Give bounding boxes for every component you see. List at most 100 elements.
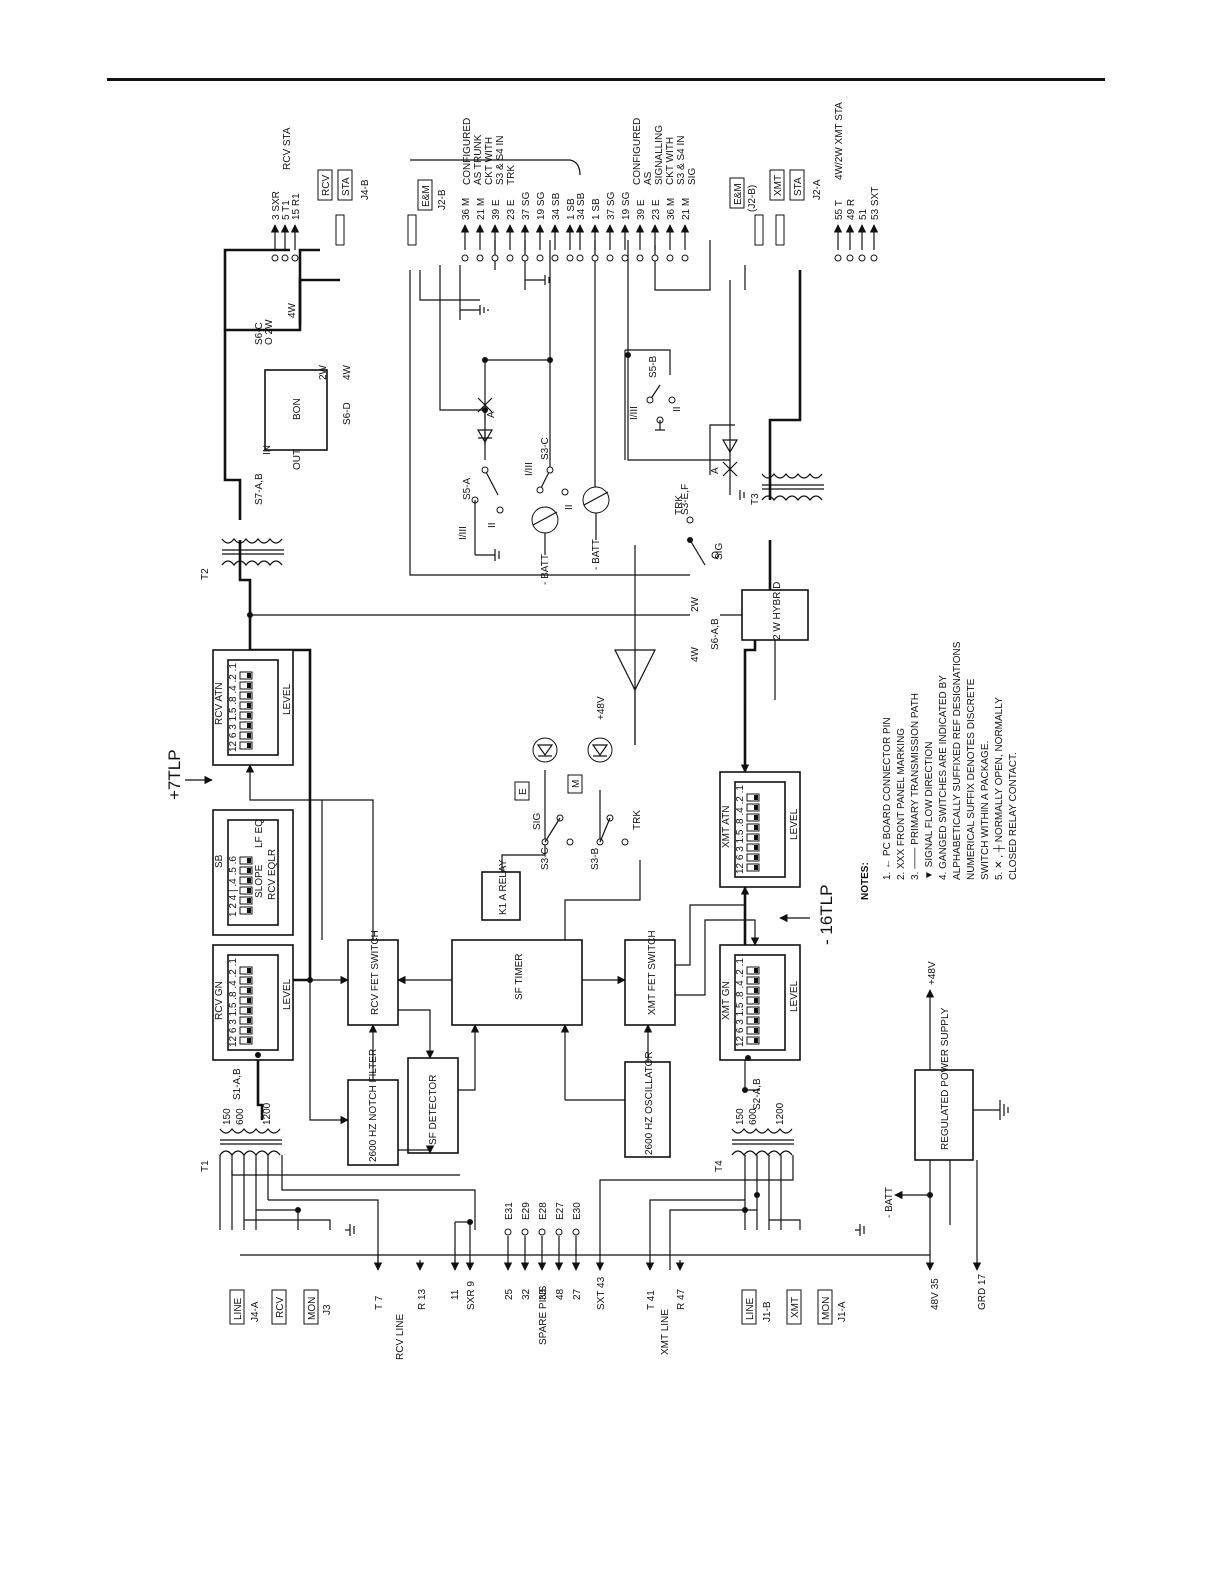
config-trunk: CONFIGUREDAS TRUNKCKT WITHS3 & S4 INTRK <box>462 118 517 185</box>
imp-600-a: 600 <box>235 1108 246 1125</box>
dip-switch[interactable] <box>239 741 253 750</box>
dip-switch[interactable] <box>239 996 253 1005</box>
pin-48v: 48V 35 <box>930 1278 941 1310</box>
rcv-gn-label: RCV GN <box>214 981 225 1020</box>
imp-1200-a: 1200 <box>262 1102 273 1125</box>
dip-switch[interactable] <box>746 966 760 975</box>
signalling-pin-terminal <box>606 254 614 262</box>
note-line: 5. ✕ , ┼ NORMALLY OPEN, NORMALLY <box>992 697 1006 880</box>
header-rule <box>107 78 1105 81</box>
dip-knob <box>754 855 758 860</box>
pm-em-upper: E&M <box>421 185 432 207</box>
config-signalling: CONFIGUREDASSIGNALLINGCKT WITHS3 & S4 IN… <box>632 118 698 185</box>
trk-upper: TRK <box>674 495 685 515</box>
sb-rcv-eqlr: RCV EQLR <box>267 849 278 900</box>
dip-switch[interactable] <box>239 986 253 995</box>
rcv-gn-level: LEVEL <box>282 978 293 1010</box>
dip-switch[interactable] <box>746 813 760 822</box>
dip-values: 12 6 3 1.5 .8 .4 .2 .1 <box>228 958 239 1047</box>
rcv-fet-switch-block: RCV FET SWITCH <box>347 930 399 1026</box>
s6d-label: S6-D <box>342 402 353 425</box>
signalling-pin: 21 M <box>681 198 692 220</box>
dip-knob <box>247 988 251 993</box>
dip-switch[interactable] <box>239 876 253 885</box>
spare-pin-number: 33 <box>538 1288 549 1300</box>
dip-switch[interactable] <box>746 1006 760 1015</box>
sf-timer-block: SF TIMER <box>451 939 583 1026</box>
dip-switch[interactable] <box>746 843 760 852</box>
ii-b: II <box>564 504 575 510</box>
dip-switch[interactable] <box>239 976 253 985</box>
dip-knob <box>247 1008 251 1013</box>
dip-switch[interactable] <box>746 793 760 802</box>
xmt-sta-pin-terminal <box>870 254 878 262</box>
dip-switch[interactable] <box>746 1036 760 1045</box>
dip-switch[interactable] <box>239 1016 253 1025</box>
dip-knob <box>247 868 251 873</box>
sf-detector-label: SF DETECTOR <box>428 1075 439 1145</box>
lamp-m-label: M <box>571 780 582 788</box>
sb-dips: 1 2 4 | .4 .5 .6 <box>228 856 253 917</box>
signalling-pin-terminal <box>591 254 599 262</box>
sb-slope: SLOPE <box>254 864 265 898</box>
dip-switch[interactable] <box>746 996 760 1005</box>
dip-switch[interactable] <box>239 906 253 915</box>
i-iii-b: I/III <box>524 462 535 476</box>
dip-switch[interactable] <box>239 701 253 710</box>
dip-switch[interactable] <box>746 853 760 862</box>
spare-pin-terminal <box>572 1228 580 1236</box>
spare-pin-terminal <box>538 1228 546 1236</box>
dip-values: 12 6 3 1.5 .8 .4 .2 .1 <box>735 958 746 1047</box>
dip-switch[interactable] <box>239 896 253 905</box>
xmt-sta-pin: 51 <box>858 208 869 220</box>
pm-mon-rcv: MON <box>307 1297 318 1320</box>
dip-switch[interactable] <box>746 833 760 842</box>
spare-pin-e: E27 <box>555 1202 566 1220</box>
signalling-wiring <box>409 240 746 576</box>
dip-switch[interactable] <box>239 1026 253 1035</box>
dip-switch[interactable] <box>239 731 253 740</box>
spare-pin-e: E28 <box>538 1202 549 1220</box>
dip-switch[interactable] <box>746 986 760 995</box>
dip-knob <box>754 805 758 810</box>
dip-switch[interactable] <box>746 976 760 985</box>
dip-switch[interactable] <box>239 671 253 680</box>
dip-knob <box>247 908 251 913</box>
notes-heading: NOTES: <box>860 862 871 900</box>
dip-switch[interactable] <box>239 1006 253 1015</box>
pin-sxt: SXT 43 <box>596 1276 607 1310</box>
dip-switch[interactable] <box>746 823 760 832</box>
pm-xmt-top: XMT <box>773 175 784 196</box>
dip-knob <box>754 865 758 870</box>
s5a-label: S5-A <box>462 477 473 500</box>
s3ef-label: S3-E,F <box>680 484 691 515</box>
dip-switch[interactable] <box>239 681 253 690</box>
dip-switch[interactable] <box>239 711 253 720</box>
dip-switch[interactable] <box>746 863 760 872</box>
dip-switch[interactable] <box>239 1036 253 1045</box>
k1-relay-block: K1 A RELAY <box>481 859 521 921</box>
spare-pin-number: 48 <box>555 1288 566 1300</box>
dip-switch[interactable] <box>746 803 760 812</box>
rcv-atn-level: LEVEL <box>282 683 293 715</box>
dip-switch[interactable] <box>239 856 253 865</box>
dip-switch[interactable] <box>239 886 253 895</box>
transformer-t2: T2 <box>200 538 284 580</box>
dip-switch[interactable] <box>239 866 253 875</box>
dip-knob <box>247 998 251 1003</box>
rcv-atn-dips: 12 6 3 1.5 .8 .4 .2 .1 <box>228 663 253 752</box>
dip-switch[interactable] <box>746 1016 760 1025</box>
dip-switch[interactable] <box>239 691 253 700</box>
hybrid-block: 2 W HYBRID <box>741 582 809 641</box>
a-lower: A <box>710 467 721 474</box>
trk-lower-label: TRK <box>632 810 643 830</box>
o2w-label: O 2W <box>264 319 275 345</box>
dip-switch[interactable] <box>239 966 253 975</box>
panel-markings-left: LINE J4-A RCV MON J3 LINE J1-B XMT MON J… <box>229 1289 848 1325</box>
dip-switch[interactable] <box>746 1026 760 1035</box>
note-line: 3. ─── PRIMARY TRANSMISSION PATH <box>910 693 921 880</box>
dip-switch[interactable] <box>239 721 253 730</box>
pin-spare-pins: SPARE PINS <box>538 1285 549 1345</box>
pin-rcv-line: RCV LINE <box>395 1314 406 1360</box>
pm-j4b: J4-B <box>360 179 371 200</box>
